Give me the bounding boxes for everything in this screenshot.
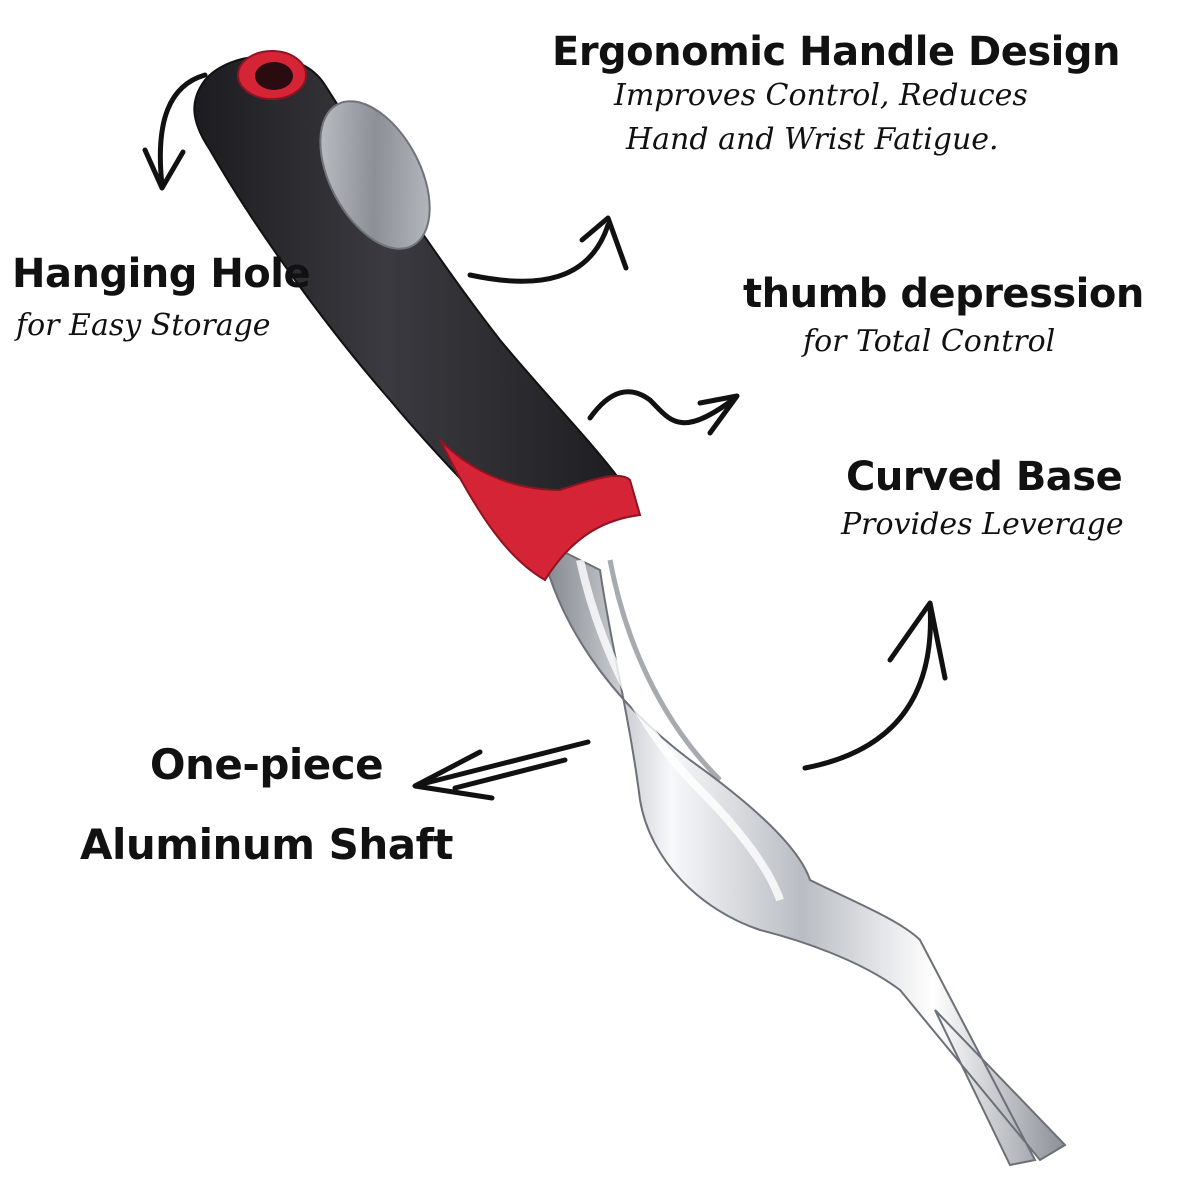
hanging-hole <box>255 62 293 90</box>
curved-arrow-icon <box>142 72 208 191</box>
callout-subtitle: Provides Leverage <box>841 507 1124 542</box>
curved-arrow-icon <box>467 215 629 284</box>
metal-shaft <box>538 538 1067 1167</box>
callout-title: thumb depression <box>743 271 1144 317</box>
callout-subtitle: Hand and Wrist Fatigue. <box>626 121 999 157</box>
callout-ergonomic-handle: Ergonomic Handle Design Improves Control… <box>552 30 1120 161</box>
callout-hanging-hole: Hanging Hole for Easy Storage <box>12 251 311 348</box>
callout-title: Hanging Hole <box>12 251 311 297</box>
callout-thumb-depression: thumb depression for Total Control <box>743 272 1144 364</box>
red-collar <box>439 439 642 582</box>
callout-title: Ergonomic Handle Design <box>552 29 1120 75</box>
handle <box>193 50 642 582</box>
callout-title: Curved Base <box>846 454 1123 500</box>
curved-arrow-icon <box>802 600 948 771</box>
wavy-arrow-icon <box>587 389 740 436</box>
logo-plate <box>319 100 431 250</box>
callout-subtitle: for Total Control <box>803 324 1056 359</box>
callout-subtitle: for Easy Storage <box>16 308 271 343</box>
callout-subtitle: Improves Control, Reduces <box>614 78 1028 113</box>
straight-arrow-icon <box>412 739 591 801</box>
callout-aluminum-shaft: One-piece Aluminum Shaft <box>80 725 454 885</box>
callout-title: Aluminum Shaft <box>80 819 454 869</box>
callout-curved-base: Curved Base Provides Leverage <box>841 454 1124 547</box>
callout-title: One-piece <box>149 740 384 789</box>
